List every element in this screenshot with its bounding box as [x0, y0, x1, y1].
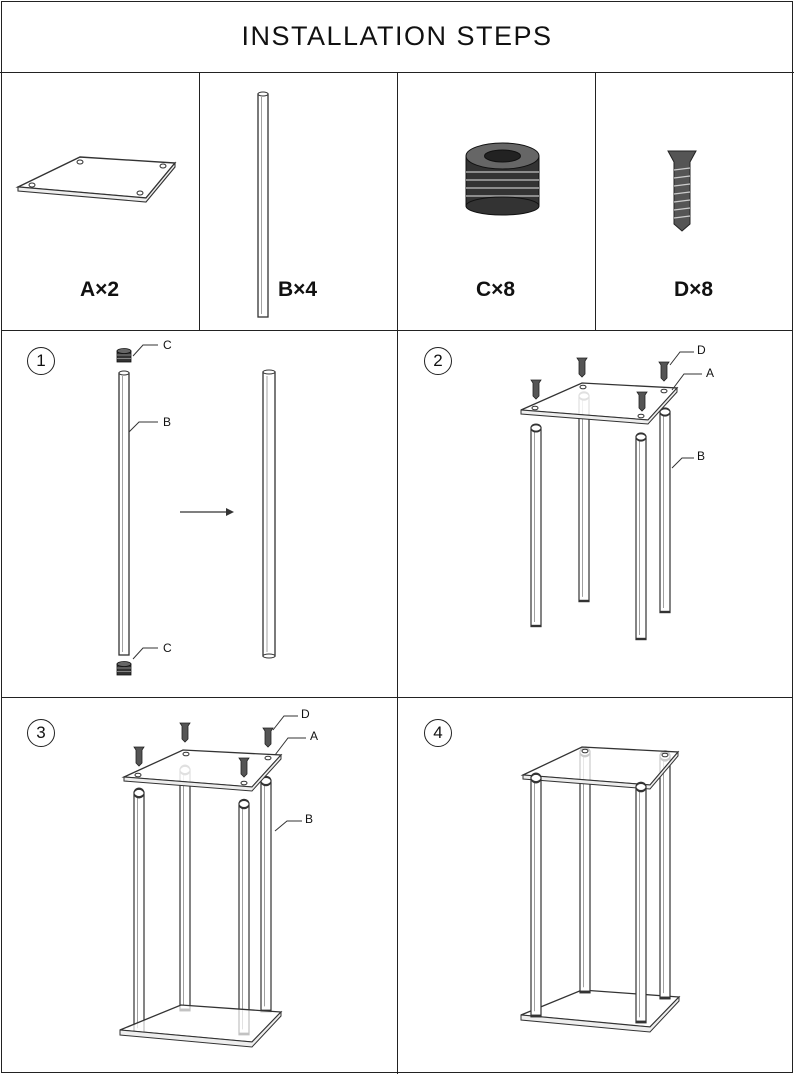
- connector-icon: [465, 142, 540, 216]
- callout-step1-top: C: [163, 338, 172, 352]
- callout-step2-screw: D: [697, 343, 706, 357]
- part-label-c: C×8: [475, 278, 516, 301]
- callout-step3-panel: A: [310, 729, 319, 743]
- step-number-1: 1: [27, 347, 55, 375]
- step4-illustration: [520, 746, 681, 1033]
- arrow-right-icon: [180, 508, 234, 516]
- part-label-a: A×2: [79, 278, 120, 301]
- callout-step3-rod: B: [305, 812, 314, 826]
- step-number-3: 3: [27, 719, 55, 747]
- step3-illustration: [119, 715, 306, 1048]
- panel-icon: [15, 156, 177, 203]
- step-number-2: 2: [424, 347, 452, 375]
- divider-part-3: [595, 73, 596, 330]
- step1-illustration: [116, 344, 276, 676]
- step2-illustration: [520, 351, 702, 641]
- divider-center: [397, 73, 398, 1074]
- divider-part-1: [199, 73, 200, 330]
- callout-step2-panel: A: [706, 366, 715, 380]
- rod-icon: [257, 91, 269, 318]
- page-title: INSTALLATION STEPS: [0, 0, 794, 73]
- part-label-d: D×8: [673, 278, 714, 301]
- step-number-4: 4: [424, 719, 452, 747]
- callout-step2-rod: B: [697, 449, 706, 463]
- part-label-b: B×4: [277, 278, 318, 301]
- callout-step1-bottom: C: [163, 641, 172, 655]
- callout-step1-middle: B: [163, 415, 172, 429]
- callout-step3-screw: D: [301, 707, 310, 721]
- screw-icon: [667, 150, 697, 232]
